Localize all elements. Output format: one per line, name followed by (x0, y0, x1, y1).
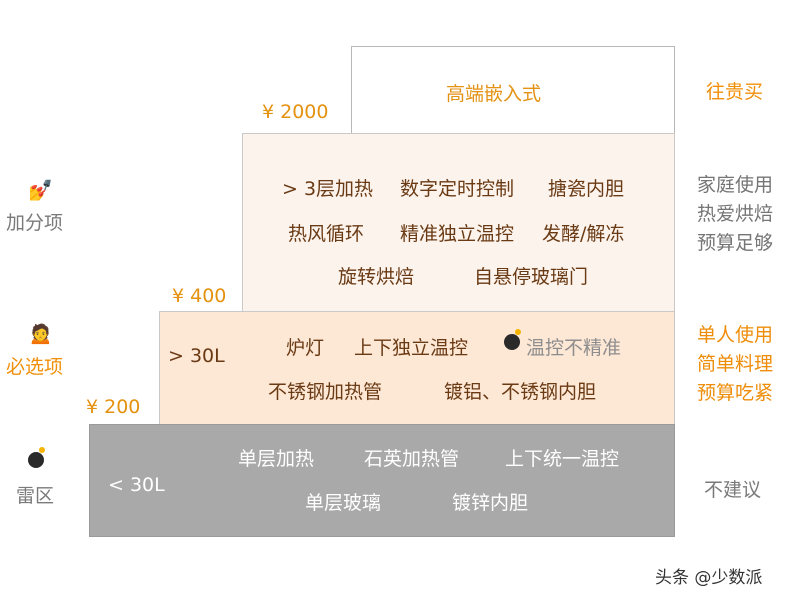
feature-required: 不锈钢加热管 (268, 381, 383, 403)
watermark: 头条 @少数派 (655, 568, 763, 588)
recommendation-avoid: 不建议 (704, 479, 762, 501)
recommendation-line: 家庭使用 (697, 174, 774, 196)
tier-premium (351, 46, 675, 134)
feature-required: 炉灯 (286, 337, 325, 359)
feature-required: 上下独立温控 (354, 337, 469, 359)
recommendation-bonus: 家庭使用 热爱烘焙 预算足够 (697, 171, 773, 258)
bomb-icon (28, 447, 45, 471)
label-avoid: 雷区 (16, 485, 55, 507)
feature-required-warning: 温控不精准 (526, 337, 622, 359)
tier-bonus (242, 133, 675, 312)
price-400: ¥ 400 (172, 285, 227, 307)
label-required: 必选项 (6, 356, 64, 378)
price-200: ¥ 200 (86, 396, 141, 418)
feature-bonus: 精准独立温控 (400, 223, 515, 245)
feature-bonus: 数字定时控制 (400, 178, 515, 200)
feature-required: 镀铝、不锈钢内胆 (444, 381, 597, 403)
feature-avoid: 上下统一温控 (505, 448, 620, 470)
feature-bonus: 搪瓷内胆 (548, 178, 625, 200)
recommendation-line: 预算足够 (697, 232, 774, 254)
price-2000: ¥ 2000 (262, 101, 329, 123)
feature-avoid: 单层加热 (238, 448, 315, 470)
nail-polish-icon: 💅 (28, 178, 53, 202)
feature-bonus: > 3层加热 (282, 178, 374, 200)
capacity-avoid: < 30L (108, 474, 165, 496)
feature-avoid: 石英加热管 (364, 448, 460, 470)
capacity-required: > 30L (168, 345, 225, 367)
recommendation-line: 简单料理 (697, 353, 774, 375)
bomb-icon (504, 329, 521, 353)
feature-bonus: 自悬停玻璃门 (474, 266, 589, 288)
feature-avoid: 镀锌内胆 (452, 492, 529, 514)
recommendation-required: 单人使用 简单料理 预算吃紧 (697, 321, 773, 408)
tier-avoid (89, 424, 675, 537)
feature-bonus: 发酵/解冻 (542, 223, 625, 245)
feature-bonus: 热风循环 (288, 223, 365, 245)
recommendation-line: 单人使用 (697, 324, 774, 346)
feature-avoid: 单层玻璃 (305, 492, 382, 514)
tier-required (159, 311, 675, 425)
recommendation-premium: 往贵买 (706, 81, 764, 103)
person-icon: 🙍 (28, 321, 53, 345)
label-bonus: 加分项 (6, 212, 64, 234)
recommendation-line: 预算吃紧 (697, 382, 774, 404)
feature-premium-embedded: 高端嵌入式 (446, 83, 542, 105)
feature-bonus: 旋转烘焙 (338, 266, 415, 288)
recommendation-line: 热爱烘焙 (697, 203, 774, 225)
